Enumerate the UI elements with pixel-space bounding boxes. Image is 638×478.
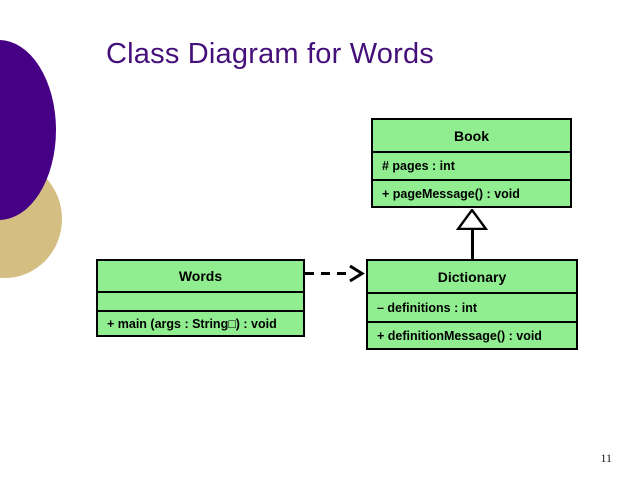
class-operation-words-main: + main (args : String□) : void — [98, 310, 303, 335]
dependency-dashed-arrow-icon — [305, 264, 365, 283]
inheritance-line — [471, 228, 474, 259]
class-name-dictionary: Dictionary — [437, 268, 507, 285]
inheritance-hollow-triangle-icon — [456, 209, 488, 230]
uml-class-words[interactable]: Words + main (args : String□) : void — [96, 259, 305, 337]
class-attribute-dictionary-definitions: – definitions : int — [368, 292, 576, 321]
uml-class-book[interactable]: Book # pages : int + pageMessage() : voi… — [371, 118, 572, 208]
class-operation-dictionary-definitionmessage: + definitionMessage() : void — [368, 321, 576, 348]
class-name-book: Book — [454, 127, 489, 144]
class-operation-book-pagemessage: + pageMessage() : void — [373, 179, 570, 206]
class-name-words: Words — [178, 268, 223, 284]
class-attribute-book-pages: # pages : int — [373, 151, 570, 179]
uml-class-dictionary[interactable]: Dictionary – definitions : int + definit… — [366, 259, 578, 350]
class-attributes-words-empty — [98, 291, 303, 310]
page-number: 11 — [600, 451, 612, 465]
page-title: Class Diagram for Words — [106, 38, 434, 70]
